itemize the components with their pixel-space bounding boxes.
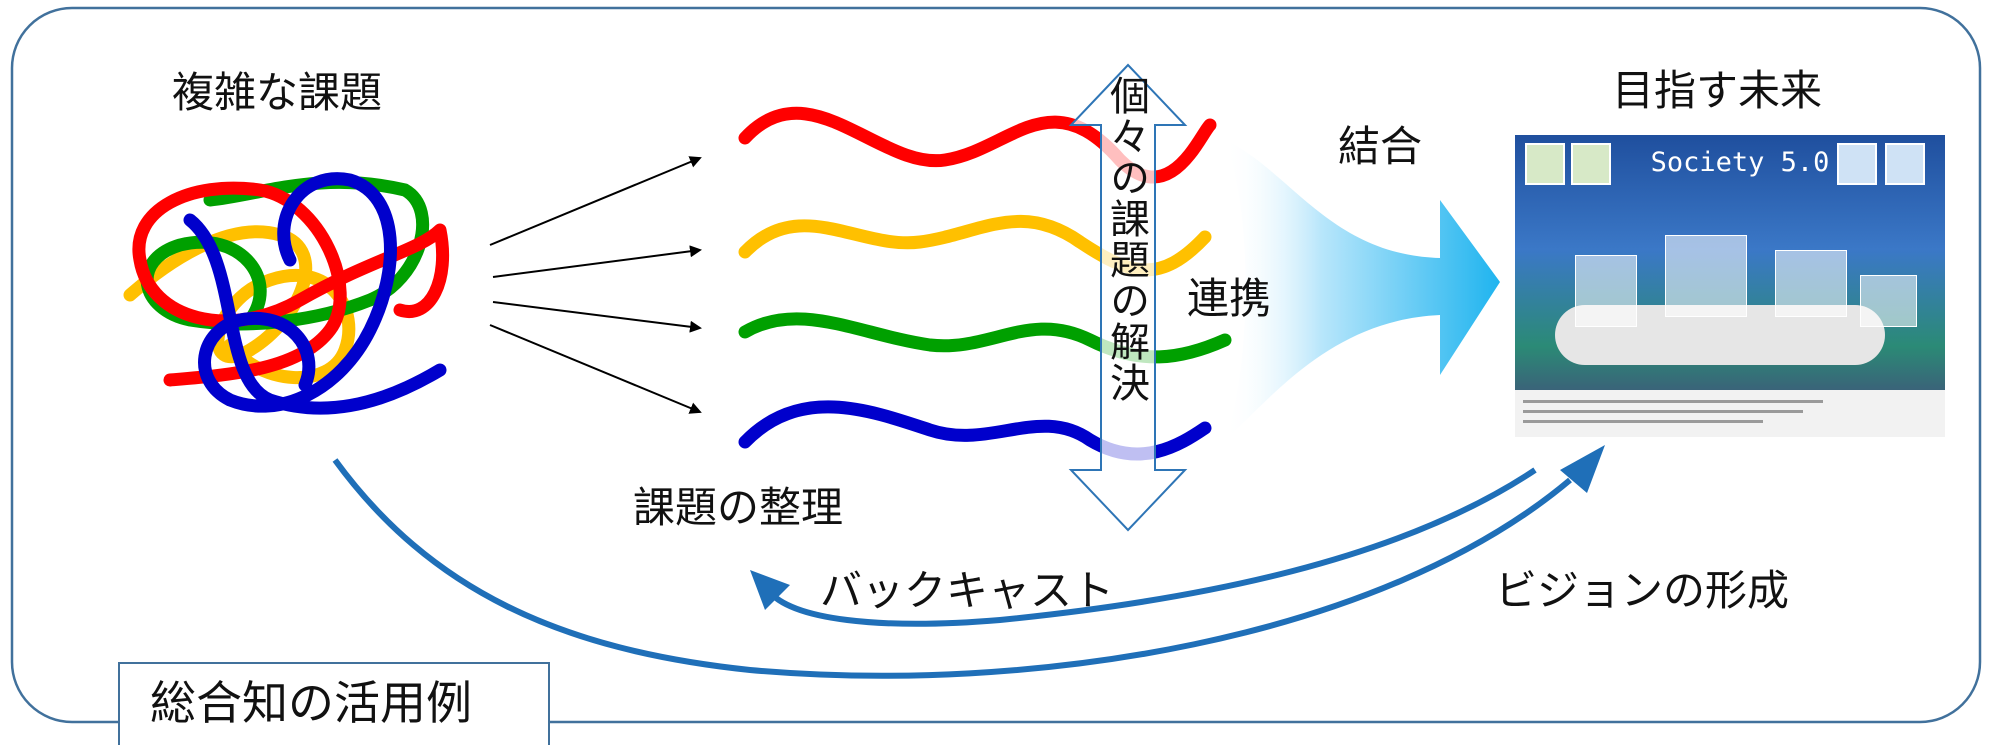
- wave-red: [738, 106, 1217, 184]
- split-arrow-4: [489, 324, 702, 414]
- target-future-label: 目指す未来: [1612, 66, 1823, 115]
- outer-frame: [10, 6, 1982, 724]
- vision-curve-arrow: [332, 458, 1572, 679]
- poster-text-line: [1523, 420, 1763, 423]
- poster-building: [1665, 235, 1747, 317]
- vision-forming-label: ビジョンの形成: [1495, 566, 1790, 615]
- split-arrows: [489, 156, 702, 414]
- tangle-red: [132, 181, 450, 387]
- poster-text-line: [1523, 410, 1803, 413]
- split-arrow-2: [492, 245, 702, 278]
- vision-arrowhead: [1560, 445, 1605, 493]
- tangled-lines: [123, 172, 450, 415]
- poster-text-line: [1523, 400, 1823, 403]
- double-arrow-outline: [1068, 63, 1188, 532]
- poster-thumb: [1525, 143, 1565, 185]
- organizing-issues-label: 課題の整理: [633, 483, 844, 532]
- poster-thumb: [1571, 143, 1611, 185]
- complex-issues-label: 複雑な課題: [172, 68, 383, 117]
- poster-building: [1775, 250, 1847, 317]
- poster-footer: [1515, 390, 1945, 437]
- backcast-arrowhead: [750, 570, 790, 610]
- individual-solution-label: 個々の課題の解決: [1103, 75, 1149, 403]
- poster-thumb: [1885, 143, 1925, 185]
- society-poster-image: Society 5.0: [1515, 135, 1945, 437]
- split-arrow-3: [492, 301, 702, 333]
- combination-label: 結合: [1338, 122, 1423, 171]
- backcast-curve-arrow: [765, 467, 1537, 627]
- split-arrow-1: [489, 156, 702, 246]
- combine-arrow: [1225, 140, 1500, 440]
- poster-building: [1575, 255, 1637, 327]
- caption-box: [118, 662, 550, 745]
- tangle-blue: [183, 172, 447, 415]
- poster-thumb: [1837, 143, 1877, 185]
- backcast-label: バックキャスト: [820, 566, 1115, 615]
- caption-label: 総合知の活用例: [150, 676, 472, 730]
- collaboration-label: 連携: [1187, 274, 1272, 323]
- poster-building: [1860, 275, 1917, 327]
- poster-title: Society 5.0: [1650, 147, 1830, 178]
